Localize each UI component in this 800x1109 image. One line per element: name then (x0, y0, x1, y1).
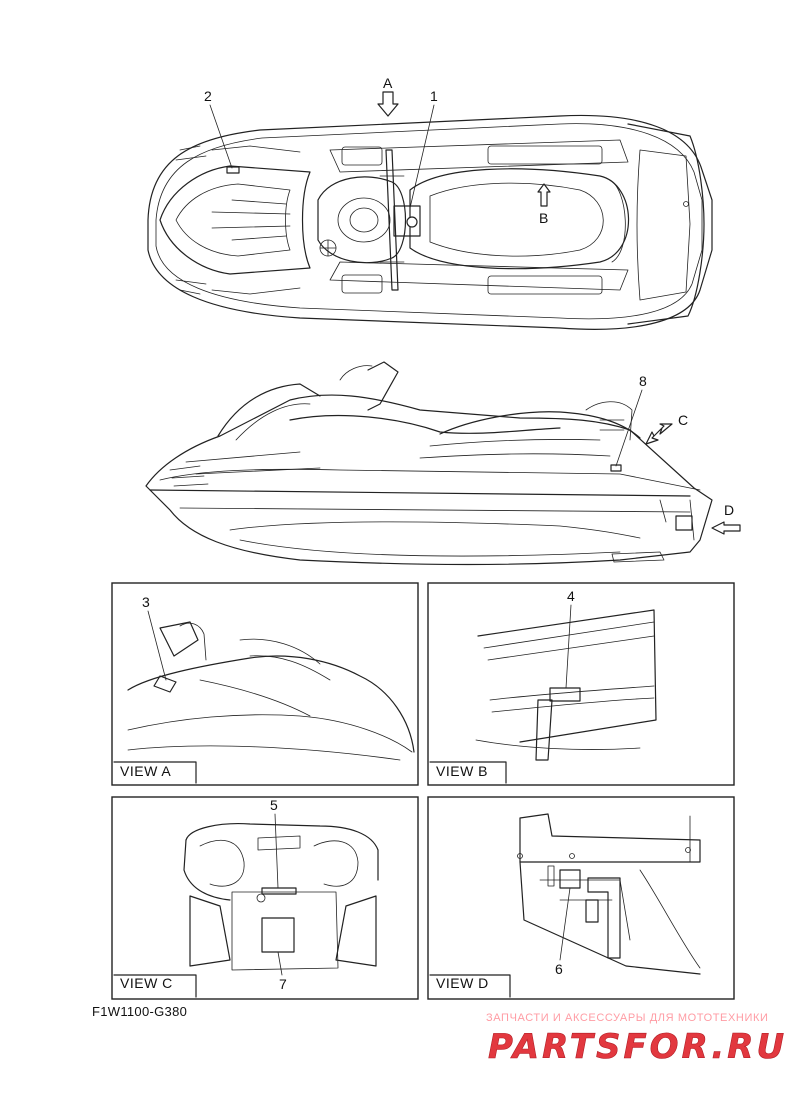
view-b-label: VIEW B (436, 763, 488, 779)
callout-8: 8 (639, 373, 647, 389)
callouts: 1 2 8 3 4 5 7 6 (142, 88, 647, 992)
view-b-label-frame (429, 761, 507, 784)
callout-6: 6 (555, 961, 563, 977)
callout-1: 1 (430, 88, 438, 104)
side-view-drawing (145, 361, 741, 566)
leader-8 (615, 389, 643, 467)
leader-3 (147, 610, 167, 681)
view-a-label: VIEW A (120, 763, 171, 779)
view-a-drawing (127, 621, 415, 761)
leader-6 (559, 887, 571, 961)
leader-1 (409, 104, 435, 209)
view-markers: A B C D (383, 75, 734, 518)
callout-5: 5 (270, 797, 278, 813)
view-a-label-frame (113, 761, 197, 784)
view-marker-b: B (539, 210, 548, 226)
view-d-panel (427, 796, 735, 1000)
view-marker-d: D (724, 502, 734, 518)
leader-4 (565, 604, 572, 689)
leader-7 (277, 951, 283, 976)
view-b-drawing (475, 609, 657, 761)
view-marker-a: A (383, 75, 393, 91)
view-marker-c: C (678, 412, 688, 428)
view-d-label: VIEW D (436, 975, 489, 991)
callout-2: 2 (204, 88, 212, 104)
view-d-label-frame (429, 974, 511, 998)
watermark-brand: PARTSFOR.RU (488, 1027, 787, 1067)
leader-2 (209, 104, 233, 169)
callout-4: 4 (567, 588, 575, 604)
leader-5 (274, 813, 279, 889)
watermark: ЗАПЧАСТИ И АКСЕССУАРЫ ДЛЯ МОТОТЕХНИКИ PA… (486, 1012, 787, 1067)
view-a-panel (111, 582, 419, 786)
top-view-drawing (147, 91, 713, 330)
view-c-label-frame (113, 974, 197, 998)
watermark-tagline: ЗАПЧАСТИ И АКСЕССУАРЫ ДЛЯ МОТОТЕХНИКИ (486, 1012, 768, 1024)
callout-7: 7 (279, 976, 287, 992)
view-c-label: VIEW C (120, 975, 173, 991)
view-b-panel (427, 582, 735, 786)
drawing-code: F1W1100-G380 (92, 1004, 187, 1019)
callout-3: 3 (142, 594, 150, 610)
